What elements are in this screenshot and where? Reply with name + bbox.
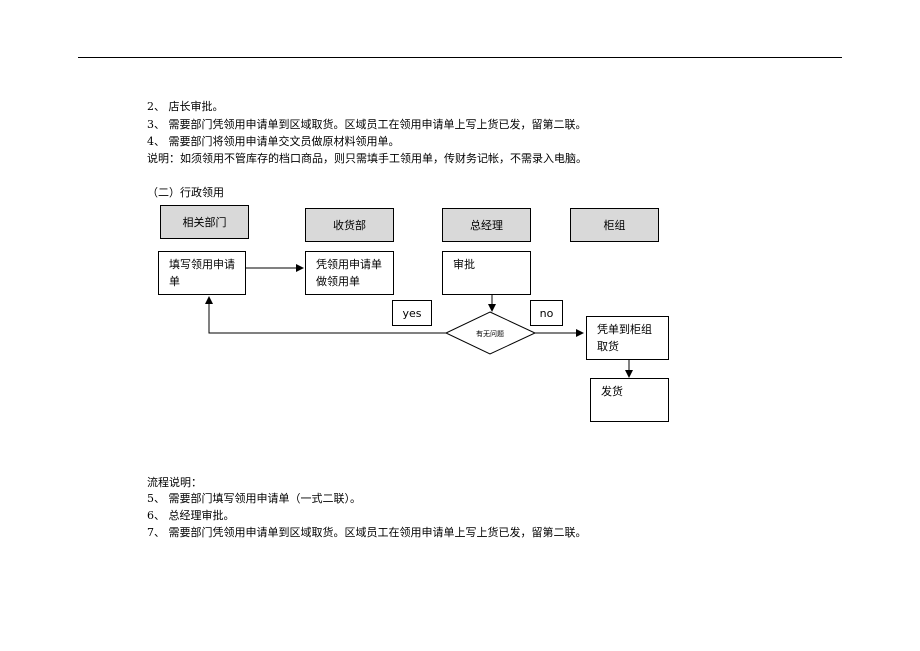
step-fill-form: 填写领用申请单 xyxy=(158,251,246,295)
header-rule xyxy=(78,57,842,58)
intro-line-3: 3、 需要部门凭领用申请单到区域取货。区域员工在领用申请单上写上货已发，留第二联… xyxy=(147,118,587,131)
decision-label: 有无问题 xyxy=(476,329,504,338)
header-receiving-dept: 收货部 xyxy=(305,208,394,242)
header-counter-group: 柜组 xyxy=(570,208,659,242)
decision-diamond xyxy=(444,311,537,355)
intro-line-2: 2、 店长审批。 xyxy=(147,100,224,113)
step-ship: 发货 xyxy=(590,378,669,422)
step-pickup: 凭单到柜组取货 xyxy=(586,316,669,360)
step-make-issue-form: 凭领用申请单做领用单 xyxy=(305,251,394,295)
section-title: （二）行政领用 xyxy=(147,186,224,199)
process-line-6: 6、 总经理审批。 xyxy=(147,509,235,522)
header-related-dept: 相关部门 xyxy=(160,205,249,239)
process-line-5: 5、 需要部门填写领用申请单（一式二联）。 xyxy=(147,492,361,505)
label-yes: yes xyxy=(392,300,432,326)
step-approve: 审批 xyxy=(442,251,531,295)
intro-note: 说明：如须领用不管库存的档口商品，则只需填手工领用单，传财务记帐，不需录入电脑。 xyxy=(147,152,587,165)
process-title: 流程说明： xyxy=(147,476,202,489)
label-no: no xyxy=(530,300,563,326)
process-line-7: 7、 需要部门凭领用申请单到区域取货。区域员工在领用申请单上写上货已发，留第二联… xyxy=(147,526,587,539)
intro-line-4: 4、 需要部门将领用申请单交文员做原材料领用单。 xyxy=(147,135,400,148)
arrow-yes-back xyxy=(205,296,446,334)
header-general-manager: 总经理 xyxy=(442,208,531,242)
